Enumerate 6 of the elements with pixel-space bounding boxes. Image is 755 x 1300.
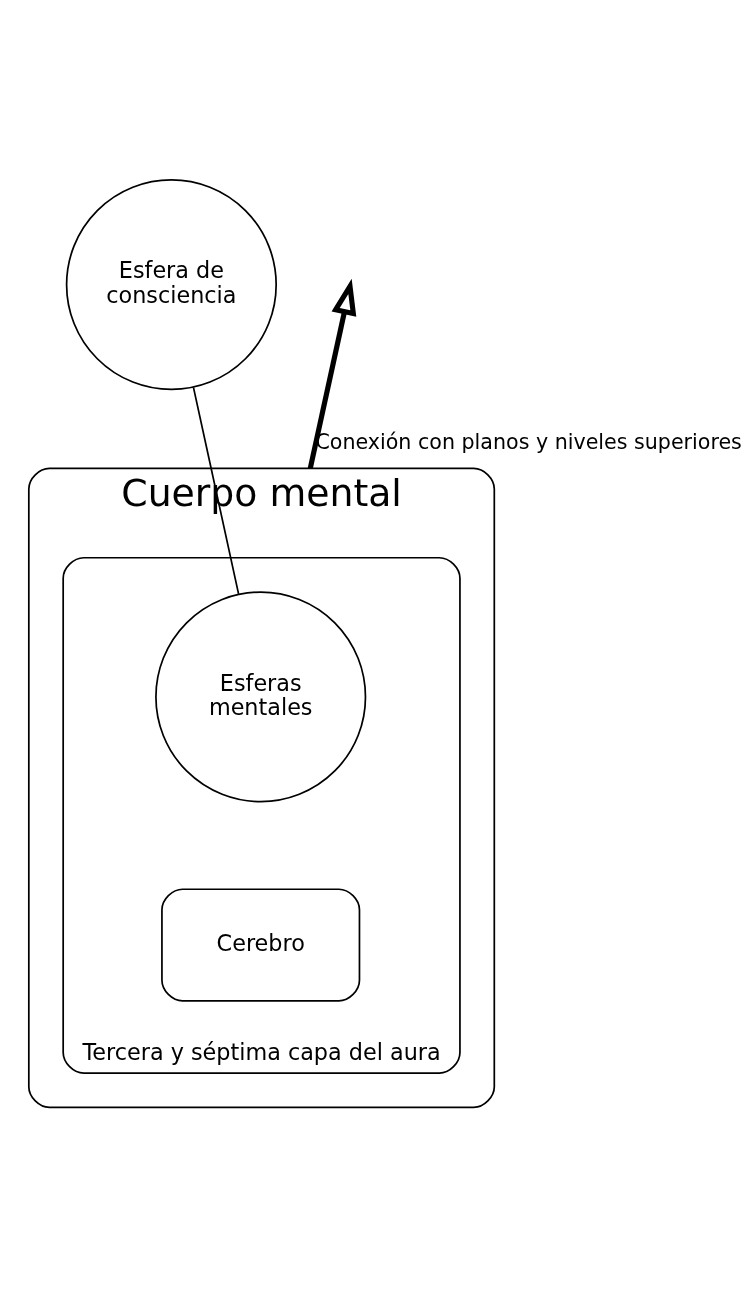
node-circle: Esfera de consciencia [65, 178, 278, 390]
edge-label: Conexión con planos y niveles superiores [315, 429, 742, 454]
connector [192, 386, 240, 595]
node-circle: Esferas mentales [155, 590, 367, 802]
arrow [307, 278, 357, 469]
node-box: Cerebro [161, 887, 361, 1002]
